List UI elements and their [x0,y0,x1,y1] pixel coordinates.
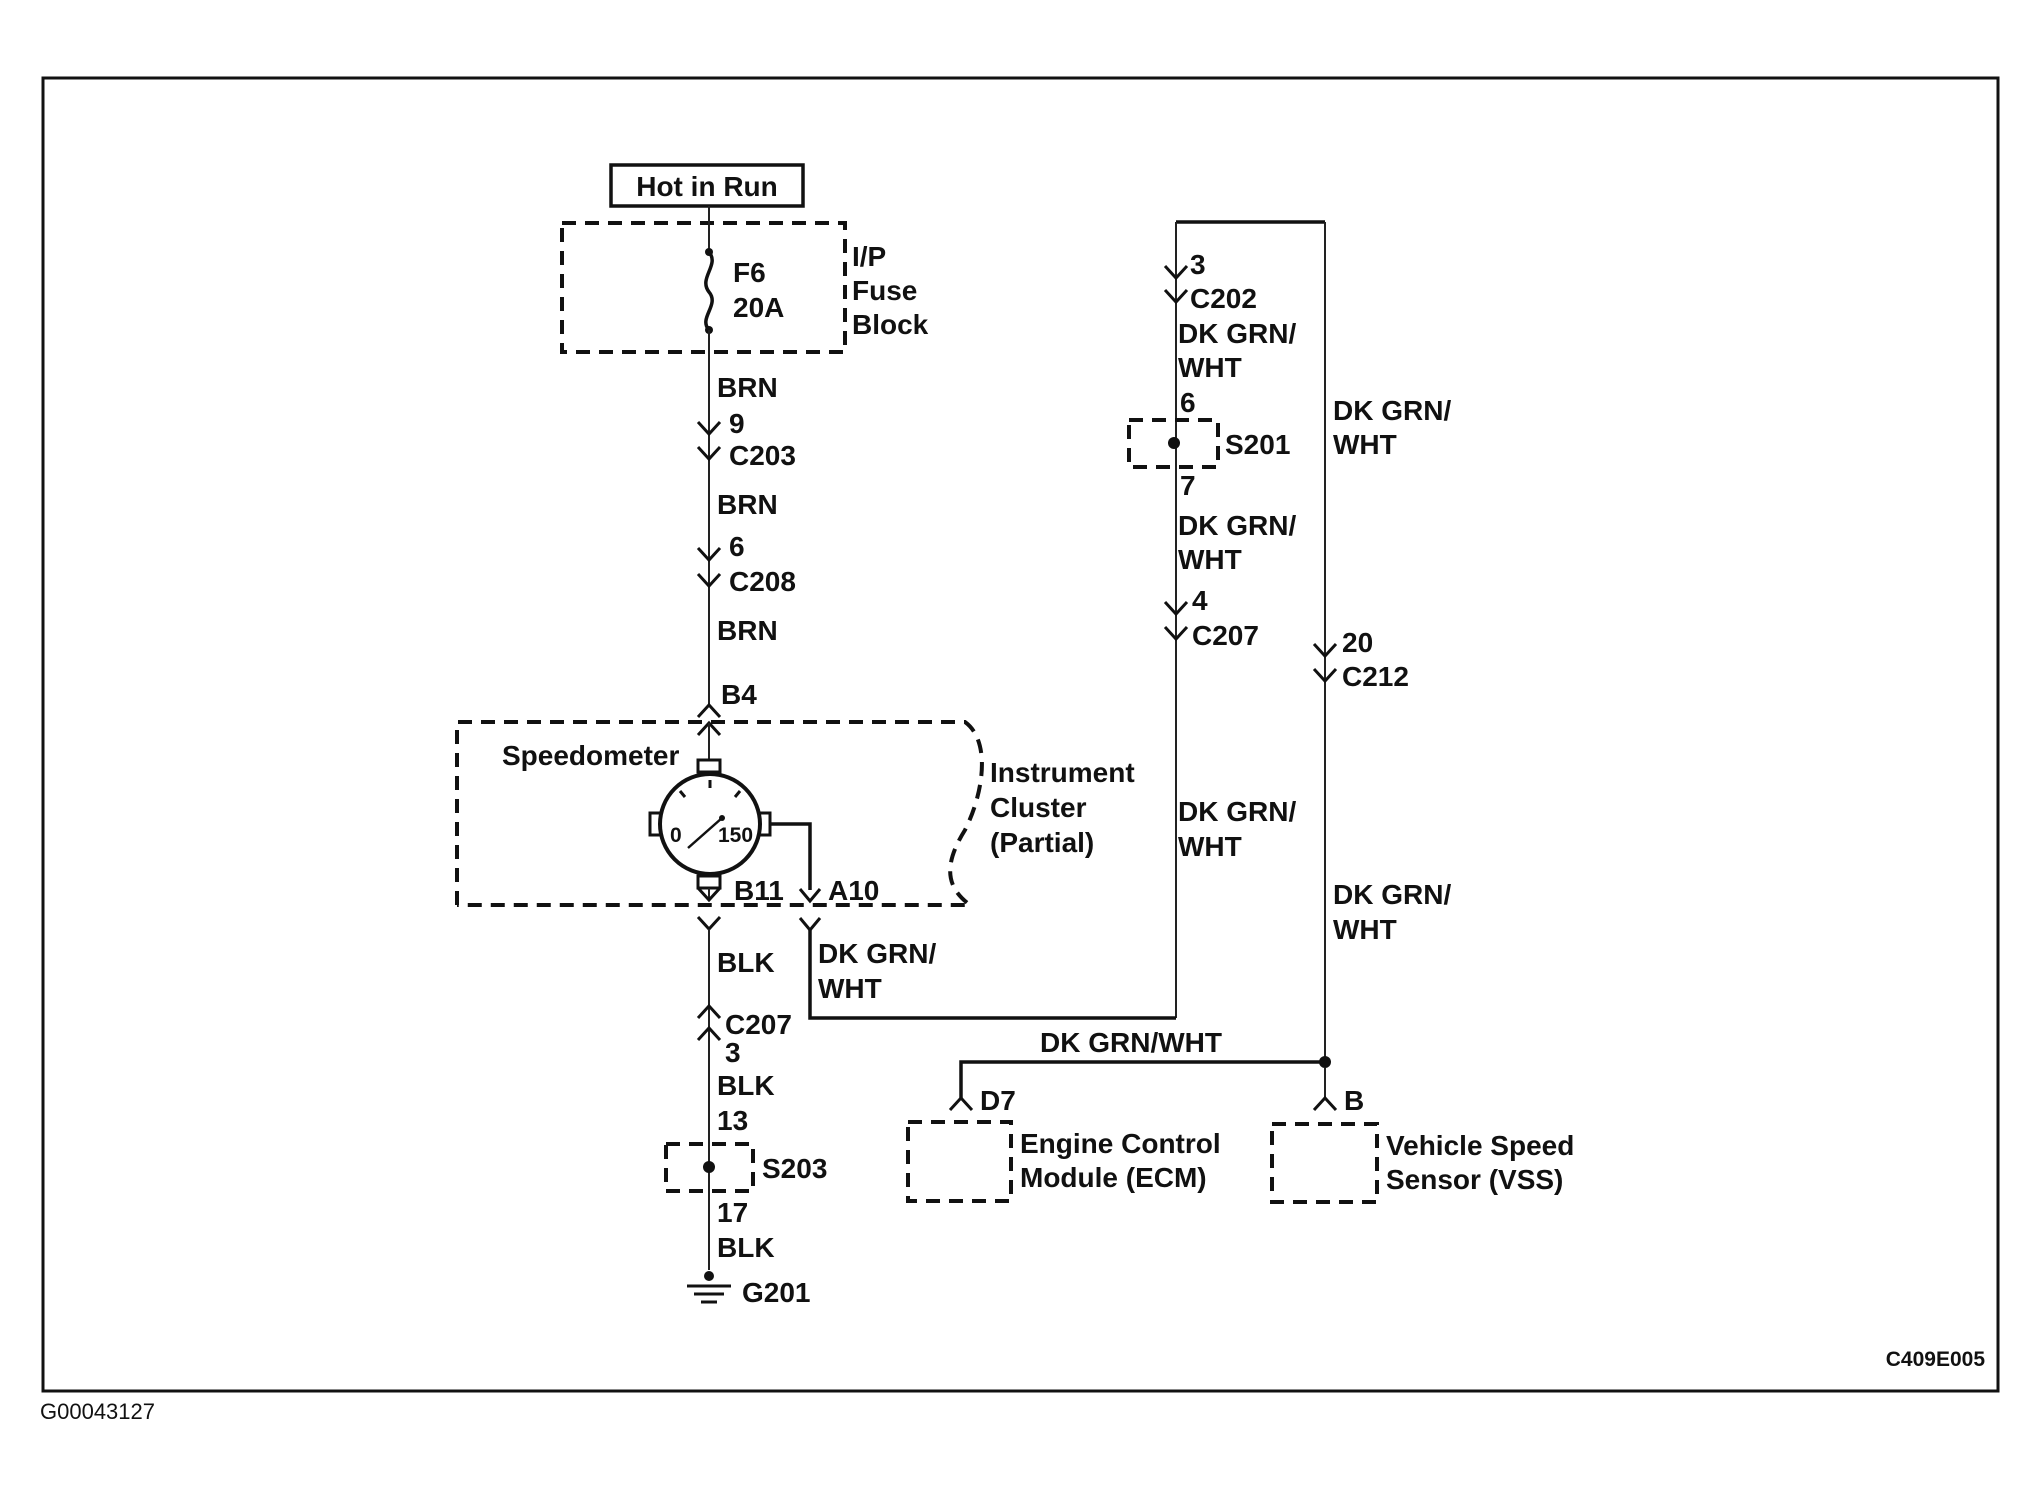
gauge-max: 150 [718,824,753,847]
c207-right-name: C207 [1192,620,1259,651]
c207-right-connector [1163,600,1189,642]
blk-label-1: BLK [717,947,775,978]
fuse-name: F6 [733,257,766,288]
brn-label-2: BRN [717,489,778,520]
ecm-label-2: Module (ECM) [1020,1162,1207,1193]
vss-label-2: Sensor (VSS) [1386,1164,1563,1195]
c207-right-wire-label-2: WHT [1178,831,1242,862]
c207-left-pin: 3 [725,1037,741,1068]
a10-wire-label-2: WHT [818,973,882,1004]
ecm-pin: D7 [980,1085,1016,1116]
fuse-block-label-1: I/P [852,241,886,272]
fuse-block-label-2: Fuse [852,275,917,306]
c202-name: C202 [1190,283,1257,314]
ecm-connector [948,1095,974,1112]
right-wire-label-bottom-2: WHT [1333,914,1397,945]
fuse-rating: 20A [733,292,784,323]
blk-label-3: BLK [717,1232,775,1263]
vss-label-1: Vehicle Speed [1386,1130,1574,1161]
vss-pin: B [1344,1085,1364,1116]
a10-pin: A10 [828,875,879,906]
ground-name: G201 [742,1277,811,1308]
ecm-label-1: Engine Control [1020,1128,1221,1159]
c208-connector [696,546,722,589]
fuse-symbol [704,250,714,332]
ecm-box [906,1120,1013,1203]
c202-wire-label-2: WHT [1178,352,1242,383]
ecm-wire-label: DK GRN/WHT [1040,1027,1222,1058]
s203-name: S203 [762,1153,827,1184]
a10-dkgrn-wht-wire [808,930,1170,1020]
s201-wire-label-2: WHT [1178,544,1242,575]
gauge-min: 0 [670,824,682,847]
c208-pin: 6 [729,531,745,562]
s203-pin-out: 17 [717,1197,748,1228]
c207-right-pin: 4 [1192,585,1208,616]
blk-label-2: BLK [717,1070,775,1101]
diagram-frame [41,76,2000,1393]
image-id: G00043127 [40,1399,155,1424]
s201-pin-in: 6 [1180,387,1196,418]
speedometer-label: Speedometer [502,740,679,771]
c203-name: C203 [729,440,796,471]
b11-pin: B11 [734,875,784,906]
c212-connector [1312,642,1338,684]
s203-dot [703,1161,715,1173]
right-wire-label-bottom-1: DK GRN/ [1333,879,1451,910]
vss-connector [1312,1095,1338,1112]
c202-pin: 3 [1190,249,1206,280]
vss-box [1270,1122,1379,1204]
fuse-block-box [560,221,847,354]
c202-connector [1163,264,1189,305]
cluster-label-1: Instrument [990,757,1135,788]
right-wire-label-top-1: DK GRN/ [1333,395,1451,426]
s201-dot [1168,437,1180,449]
c203-pin: 9 [729,408,745,439]
c203-connector [696,420,722,462]
ground-icon [687,1284,731,1304]
c202-wire-label-1: DK GRN/ [1178,318,1296,349]
brn-label-1: BRN [717,372,778,403]
figure-code: C409E005 [1886,1348,1986,1371]
fuse-block-label-3: Block [852,309,929,340]
c207-left-name: C207 [725,1009,792,1040]
hot-in-run-box [609,163,805,208]
a10-connector [798,888,822,904]
c212-name: C212 [1342,661,1409,692]
brn-label-3: BRN [717,615,778,646]
s203-pin-in: 13 [717,1105,748,1136]
s201-name: S201 [1225,429,1290,460]
b4-pin: B4 [721,679,757,710]
c208-name: C208 [729,566,796,597]
cluster-label-2: Cluster [990,792,1087,823]
cluster-label-3: (Partial) [990,827,1094,858]
s201-pin-out: 7 [1180,470,1196,501]
c212-pin: 20 [1342,627,1373,658]
speedometer-gauge [658,772,762,876]
s201-wire-label-1: DK GRN/ [1178,510,1296,541]
c207-left-connector [696,1003,722,1042]
a10-wire-label-1: DK GRN/ [818,938,936,969]
c207-right-wire-label-1: DK GRN/ [1178,796,1296,827]
right-wire-label-top-2: WHT [1333,429,1397,460]
ecm-dkgrn-wht-wire [959,1060,1325,1098]
hot-in-run-label: Hot in Run [636,171,778,202]
